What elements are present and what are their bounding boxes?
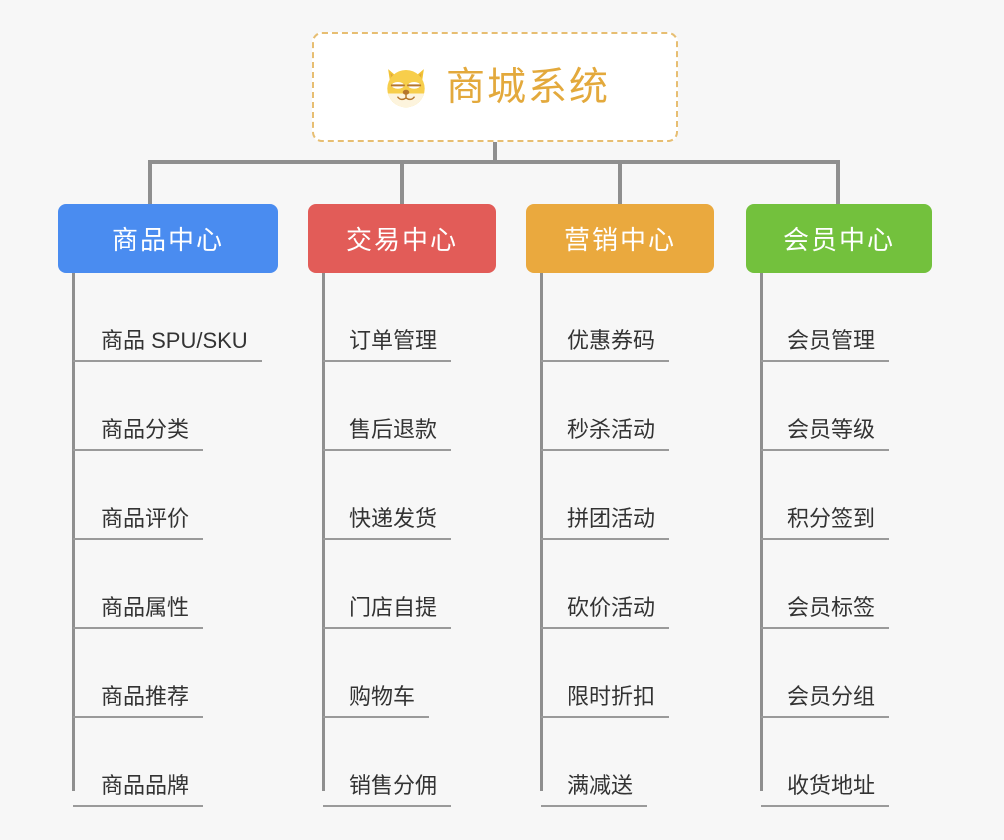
branch-header-0[interactable]: 商品中心 [58,204,278,273]
leaf-label: 商品品牌 [73,773,204,807]
branch-header-label-3: 会员中心 [782,225,895,255]
leaf-item[interactable]: 限时折扣 [541,629,714,718]
leaf-item[interactable]: 商品属性 [73,540,278,629]
branch-header-2[interactable]: 营销中心 [526,204,714,273]
root-stem-line [493,142,497,164]
leaf-item[interactable]: 商品分类 [73,362,278,451]
leaf-item[interactable]: 会员标签 [761,540,932,629]
leaf-item[interactable]: 商品推荐 [73,629,278,718]
leaf-item[interactable]: 商品品牌 [73,718,278,807]
branch-trunk-0 [72,273,75,791]
branch-bus-line [148,160,840,164]
leaf-list-2: 优惠券码 秒杀活动 拼团活动 砍价活动 限时折扣 满减送 [526,273,714,807]
leaf-label: 销售分佣 [323,773,452,807]
branch-transaction-center: 交易中心 订单管理 售后退款 快递发货 门店自提 购物车 销售分佣 [308,204,496,807]
leaf-item[interactable]: 订单管理 [323,273,496,362]
leaf-item[interactable]: 购物车 [323,629,496,718]
leaf-item[interactable]: 满减送 [541,718,714,807]
leaf-label: 订单管理 [323,328,452,362]
leaf-item[interactable]: 会员管理 [761,273,932,362]
branch-marketing-center: 营销中心 优惠券码 秒杀活动 拼团活动 砍价活动 限时折扣 满减送 [526,204,714,807]
leaf-item[interactable]: 秒杀活动 [541,362,714,451]
branch-member-center: 会员中心 会员管理 会员等级 积分签到 会员标签 会员分组 收货地址 [746,204,932,807]
leaf-label: 快递发货 [323,506,452,540]
leaf-label: 门店自提 [323,595,452,629]
leaf-label: 会员等级 [761,417,890,451]
branch-trunk-1 [322,273,325,791]
leaf-list-0: 商品 SPU/SKU 商品分类 商品评价 商品属性 商品推荐 商品品牌 [58,273,278,807]
leaf-label: 商品 SPU/SKU [73,328,262,362]
branch-trunk-2 [540,273,543,791]
leaf-label: 收货地址 [761,773,890,807]
dog-face-icon [380,61,432,113]
leaf-label: 商品推荐 [73,684,204,718]
leaf-item[interactable]: 商品 SPU/SKU [73,273,278,362]
branch-header-label-1: 交易中心 [345,225,458,255]
leaf-label: 售后退款 [323,417,452,451]
leaf-label: 购物车 [323,684,430,718]
leaf-label: 限时折扣 [541,684,670,718]
leaf-label: 商品分类 [73,417,204,451]
leaf-list-3: 会员管理 会员等级 积分签到 会员标签 会员分组 收货地址 [746,273,932,807]
branch-drop-line-0 [148,160,152,206]
leaf-label: 满减送 [541,773,648,807]
leaf-label: 会员分组 [761,684,890,718]
leaf-label: 积分签到 [761,506,890,540]
root-node[interactable]: 商城系统 [312,32,678,142]
leaf-label: 会员管理 [761,328,890,362]
leaf-list-1: 订单管理 售后退款 快递发货 门店自提 购物车 销售分佣 [308,273,496,807]
branch-drop-line-2 [618,160,622,206]
root-title: 商城系统 [445,65,610,109]
leaf-item[interactable]: 优惠券码 [541,273,714,362]
leaf-item[interactable]: 商品评价 [73,451,278,540]
branch-trunk-3 [760,273,763,791]
leaf-label: 会员标签 [761,595,890,629]
branch-drop-line-3 [836,160,840,206]
branch-header-label-0: 商品中心 [111,225,224,255]
leaf-item[interactable]: 售后退款 [323,362,496,451]
leaf-label: 砍价活动 [541,595,670,629]
leaf-label: 拼团活动 [541,506,670,540]
leaf-item[interactable]: 收货地址 [761,718,932,807]
leaf-label: 秒杀活动 [541,417,670,451]
leaf-item[interactable]: 快递发货 [323,451,496,540]
leaf-item[interactable]: 会员等级 [761,362,932,451]
leaf-item[interactable]: 门店自提 [323,540,496,629]
branch-header-1[interactable]: 交易中心 [308,204,496,273]
branch-header-3[interactable]: 会员中心 [746,204,932,273]
leaf-item[interactable]: 砍价活动 [541,540,714,629]
leaf-item[interactable]: 拼团活动 [541,451,714,540]
leaf-item[interactable]: 积分签到 [761,451,932,540]
leaf-item[interactable]: 会员分组 [761,629,932,718]
branch-product-center: 商品中心 商品 SPU/SKU 商品分类 商品评价 商品属性 商品推荐 商品品牌 [58,204,278,807]
leaf-item[interactable]: 销售分佣 [323,718,496,807]
leaf-label: 优惠券码 [541,328,670,362]
branch-header-label-2: 营销中心 [563,225,676,255]
branch-drop-line-1 [400,160,404,206]
leaf-label: 商品属性 [73,595,204,629]
leaf-label: 商品评价 [73,506,204,540]
